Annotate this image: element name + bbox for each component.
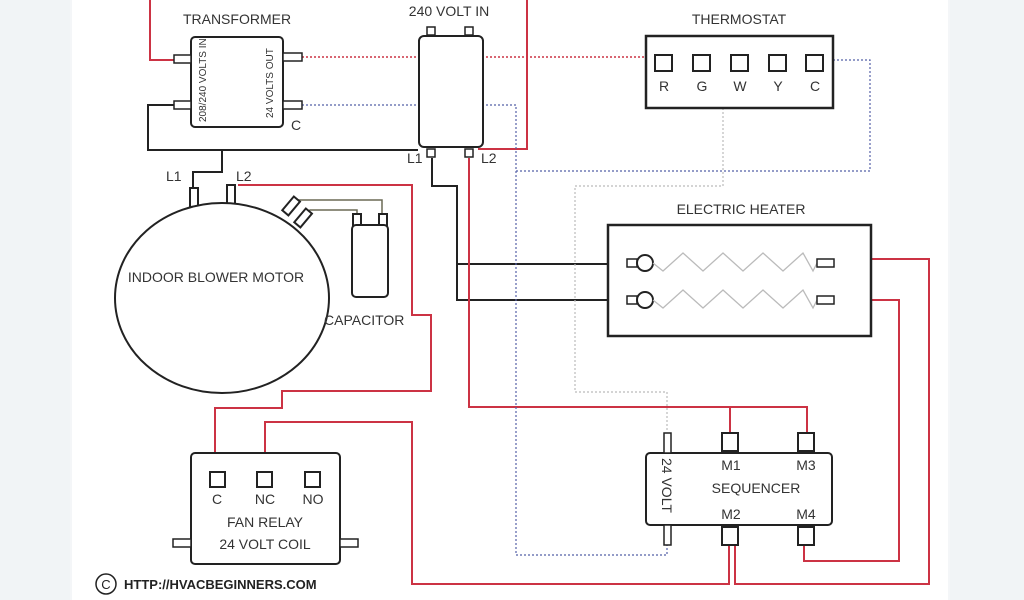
motor-title: INDOOR BLOWER MOTOR — [128, 269, 304, 285]
transformer-title: TRANSFORMER — [183, 11, 291, 27]
transformer: TRANSFORMER 208/240 VOLTS IN 24 VOLTS OU… — [173, 11, 303, 133]
blower-motor: L1 L2 INDOOR BLOWER MOTOR — [114, 168, 330, 394]
sequencer-terminal-label: M1 — [721, 457, 741, 473]
wire-w-to-sequencer — [574, 60, 724, 432]
power-in: 240 VOLT IN L1 L2 — [407, 3, 497, 166]
transformer-common-label: C — [291, 117, 301, 133]
motor-cap-terminal — [280, 195, 302, 217]
transformer-terminal — [282, 52, 303, 62]
capacitor-body — [351, 224, 389, 298]
fan-relay-terminal-no — [304, 471, 321, 488]
thermostat-terminal-w — [730, 54, 749, 72]
wire-power-l2-top — [478, 0, 528, 150]
credit-url: HTTP://HVACBEGINNERS.COM — [124, 577, 317, 592]
sequencer-coil-label: 24 VOLT — [659, 458, 675, 513]
copyright-symbol: C — [101, 577, 110, 592]
right-margin-panel — [950, 0, 1024, 600]
transformer-input-label: 208/240 VOLTS IN — [198, 38, 209, 122]
fan-relay-terminal-c — [209, 471, 226, 488]
thermostat-terminal-r — [654, 54, 673, 72]
fan-relay-terminal-label: NC — [255, 491, 275, 507]
heater-terminal — [816, 295, 835, 305]
motor-cap-terminal — [292, 207, 314, 229]
transformer-body — [190, 36, 284, 128]
capacitor-title: CAPACITOR — [324, 312, 404, 328]
power-in-terminal-l1 — [426, 148, 436, 158]
sequencer-coil-terminal — [663, 524, 672, 546]
fan-relay-terminal-label: C — [212, 491, 222, 507]
wire-motor-l2-to-relay — [214, 184, 432, 472]
heater-terminal — [626, 258, 638, 268]
power-in-terminal — [464, 26, 474, 36]
power-in-title: 240 VOLT IN — [409, 3, 489, 19]
power-in-terminal — [426, 26, 436, 36]
thermostat-terminal-label: C — [810, 78, 820, 94]
heater-body — [606, 223, 873, 338]
fan-relay-body — [190, 452, 341, 565]
wire-relay-nc-to-m2 — [264, 421, 730, 585]
sequencer-terminal-m3 — [797, 432, 815, 452]
heater-terminal-post — [636, 254, 654, 272]
sequencer-terminal-m2 — [721, 526, 739, 546]
heater-terminal-post — [636, 291, 654, 309]
fan-relay: C NC NO FAN RELAY 24 VOLT COIL — [172, 452, 359, 565]
sequencer-terminal-label: M3 — [796, 457, 816, 473]
wire-m4-to-heater — [803, 299, 900, 562]
thermostat-terminal-g — [692, 54, 711, 72]
transformer-terminal — [173, 100, 192, 110]
credit: C HTTP://HVACBEGINNERS.COM — [95, 573, 317, 595]
fan-relay-mount-tab — [339, 538, 359, 548]
heating-element-coil — [652, 251, 818, 273]
wire-l1-to-heater — [431, 158, 628, 301]
left-margin-panel — [0, 0, 70, 600]
motor-terminal-l2 — [226, 184, 236, 206]
transformer-output-label: 24 VOLTS OUT — [265, 48, 276, 118]
sequencer-terminal-label: M4 — [796, 506, 816, 522]
sequencer-terminal-m1 — [721, 432, 739, 452]
heating-element-coil — [652, 288, 818, 310]
thermostat-terminal-label: R — [659, 78, 669, 94]
sequencer: 24 VOLT M1 M3 SEQUENCER M2 M4 — [645, 432, 833, 546]
heater-terminal — [816, 258, 835, 268]
thermostat-terminal-label: Y — [773, 78, 783, 94]
transformer-terminal — [173, 54, 192, 64]
sequencer-terminal-label: M2 — [721, 506, 741, 522]
motor-l2-label: L2 — [236, 168, 252, 184]
fan-relay-subtitle: 24 VOLT COIL — [219, 536, 311, 552]
sequencer-body — [645, 452, 833, 526]
wire-common-to-thermostat-c — [516, 59, 871, 172]
sequencer-coil-terminal — [663, 432, 672, 454]
power-in-body — [418, 35, 484, 148]
power-in-l2-label: L2 — [481, 150, 497, 166]
power-in-terminal-l2 — [464, 148, 474, 158]
fan-relay-mount-tab — [172, 538, 192, 548]
wire-l2-to-sequencer — [468, 158, 808, 432]
power-in-l1-label: L1 — [407, 150, 423, 166]
fan-relay-terminal-label: NO — [303, 491, 324, 507]
electric-heater: ELECTRIC HEATER — [606, 201, 873, 338]
wire-transformer-line-in — [149, 0, 176, 61]
sequencer-title: SEQUENCER — [712, 480, 801, 496]
wire-m2-to-heater — [734, 258, 930, 585]
thermostat-terminal-y — [768, 54, 787, 72]
fan-relay-title: FAN RELAY — [227, 514, 304, 530]
motor-body — [114, 202, 330, 394]
thermostat-terminal-label: W — [733, 78, 747, 94]
wire-motor-l1 — [192, 150, 223, 190]
motor-l1-label: L1 — [166, 168, 182, 184]
thermostat-terminal-c — [805, 54, 824, 72]
heater-terminal — [626, 295, 638, 305]
thermostat-title: THERMOSTAT — [692, 11, 787, 27]
copyright-icon — [95, 573, 117, 595]
heater-title: ELECTRIC HEATER — [677, 201, 806, 217]
thermostat-terminal-label: G — [697, 78, 708, 94]
fan-relay-terminal-nc — [256, 471, 273, 488]
wire-transformer-neutral — [147, 104, 418, 151]
transformer-terminal — [282, 100, 303, 110]
sequencer-terminal-m4 — [797, 526, 815, 546]
thermostat-terminals: R G W Y C — [654, 54, 824, 94]
thermostat: THERMOSTAT R G W Y C — [644, 11, 835, 110]
capacitor: CAPACITOR — [324, 213, 404, 328]
